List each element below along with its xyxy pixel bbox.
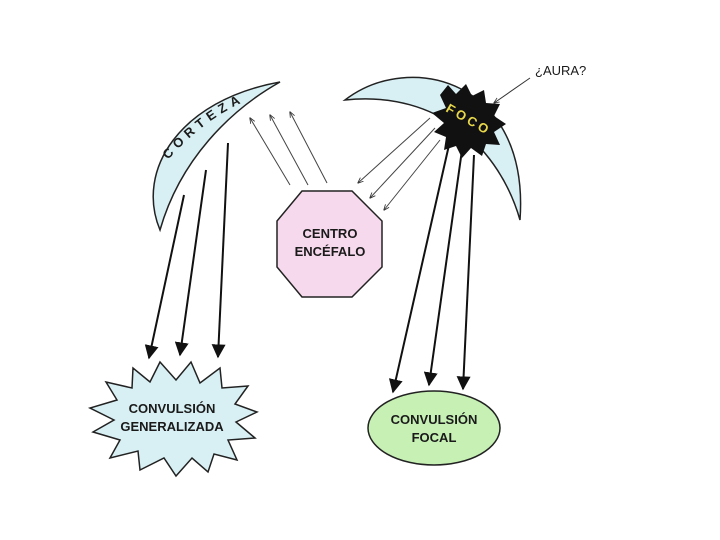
centro-label-line2: ENCÉFALO bbox=[295, 244, 366, 259]
generalizada-label-line2: GENERALIZADA bbox=[120, 419, 224, 434]
generalizada-label-line1: CONVULSIÓN bbox=[129, 401, 216, 416]
aura-arrow bbox=[494, 78, 530, 103]
corteza-label: CORTEZA bbox=[159, 90, 246, 162]
convulsion-focal-ellipse bbox=[368, 391, 500, 465]
foco-to-focal-arrows bbox=[393, 145, 474, 392]
aura-label: ¿AURA? bbox=[535, 63, 586, 78]
focal-label-line1: CONVULSIÓN bbox=[391, 412, 478, 427]
focal-label-line2: FOCAL bbox=[412, 430, 457, 445]
centro-to-corteza-arrows bbox=[250, 112, 327, 185]
centro-label-line1: CENTRO bbox=[303, 226, 358, 241]
foco-to-centro-arrows bbox=[358, 118, 440, 210]
corteza-label-path: CORTEZA bbox=[159, 90, 246, 162]
